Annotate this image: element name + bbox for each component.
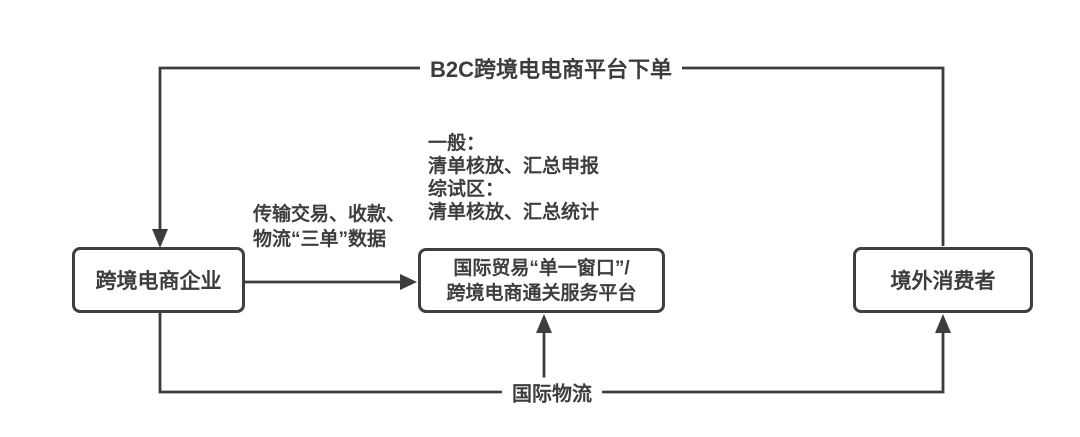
transfer-edge-label-line1: 传输交易、收款、: [253, 204, 406, 225]
logistics-edge-label: 国际物流: [502, 377, 602, 407]
node-cross-border-ecommerce-enterprise: 跨境电商企业: [72, 247, 245, 313]
annotation-line-pilotzone-detail: 清单核放、汇总统计: [428, 202, 600, 223]
node-single-window-customs-platform: 国际贸易“单一窗口”/ 跨境电商通关服务平台: [418, 248, 665, 313]
arrow-down-into-enterprise-icon: [152, 229, 168, 248]
arrow-up-into-platform-icon: [536, 314, 552, 333]
transfer-edge-label: 传输交易、收款、 物流“三单”数据: [253, 202, 405, 252]
annotation-line-pilotzone-heading: 综试区：: [428, 179, 505, 200]
node-platform-label-line1: 国际贸易“单一窗口”/: [453, 257, 630, 279]
annotation-line-general-heading: 一般：: [428, 133, 486, 154]
node-consumer-label: 境外消费者: [890, 270, 996, 293]
order-edge-label: B2C跨境电电商平台下单: [419, 52, 683, 84]
transfer-edge-label-line2: 物流“三单”数据: [253, 229, 387, 250]
node-platform-label-line2: 跨境电商通关服务平台: [446, 282, 637, 304]
annotation-line-general-detail: 清单核放、汇总申报: [428, 156, 600, 177]
customs-mode-annotation: 一般： 清单核放、汇总申报 综试区： 清单核放、汇总统计: [428, 132, 599, 224]
arrow-up-into-consumer-icon: [935, 314, 951, 333]
node-overseas-consumer: 境外消费者: [853, 247, 1033, 313]
node-enterprise-label: 跨境电商企业: [95, 270, 222, 293]
arrow-right-into-platform-icon: [400, 274, 417, 290]
